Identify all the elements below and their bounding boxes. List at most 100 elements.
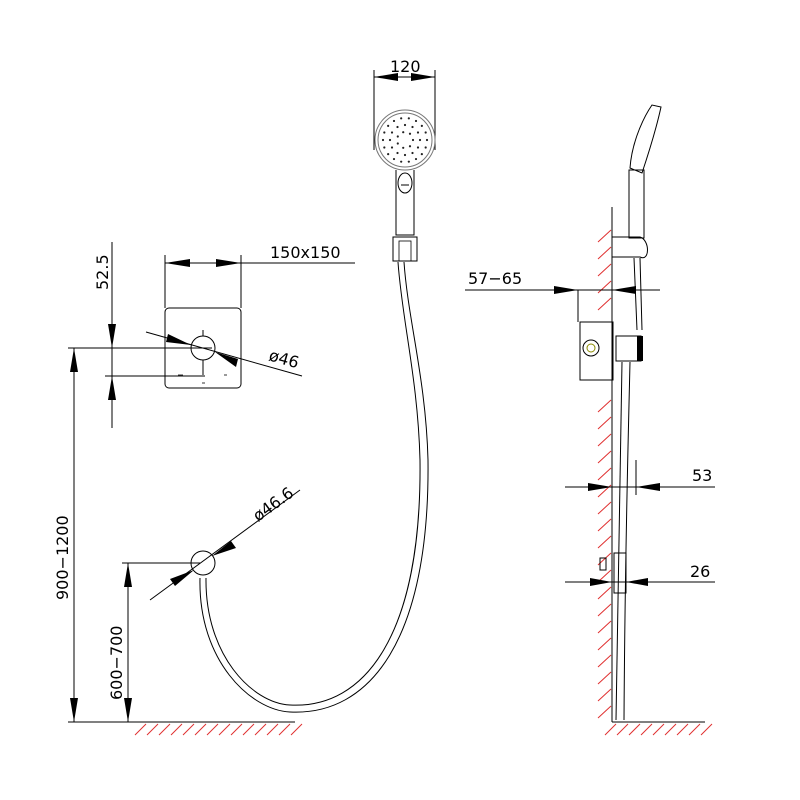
nozzle bbox=[416, 131, 420, 134]
hatch-line bbox=[597, 620, 612, 634]
plate-size-label: 150x150 bbox=[270, 243, 341, 262]
nozzle bbox=[420, 124, 423, 127]
nozzle bbox=[424, 131, 427, 134]
nozzle bbox=[425, 138, 429, 142]
hatch-line bbox=[278, 723, 291, 736]
outlet-diameter-label: ø46.6 bbox=[249, 483, 297, 525]
nozzle bbox=[381, 138, 385, 142]
hatch-line bbox=[597, 246, 612, 260]
nozzle bbox=[418, 138, 422, 142]
hatch-line bbox=[230, 723, 243, 736]
nozzle bbox=[402, 146, 405, 149]
hatch-line bbox=[597, 450, 612, 464]
mixer-height-dimension: 900−1200 bbox=[53, 347, 200, 722]
hatch-line bbox=[597, 603, 612, 617]
nozzle bbox=[383, 131, 386, 134]
outlet-offset-label: 26 bbox=[690, 562, 710, 581]
nozzle bbox=[390, 131, 394, 134]
nozzle bbox=[396, 151, 399, 155]
hatch-line bbox=[597, 637, 612, 651]
hatch-line bbox=[700, 723, 713, 736]
nozzle bbox=[400, 117, 403, 120]
nozzle bbox=[402, 131, 405, 134]
hatch-line bbox=[628, 723, 641, 736]
hatch-line bbox=[604, 723, 617, 736]
shower-head-front: 120 bbox=[373, 57, 436, 262]
hatch-line bbox=[597, 263, 612, 277]
nozzle bbox=[400, 160, 403, 163]
mixer-height-label: 900−1200 bbox=[53, 515, 72, 600]
hatch-line bbox=[597, 297, 612, 311]
hatch-line bbox=[266, 723, 279, 736]
handle-diameter-label: ø46 bbox=[267, 346, 301, 373]
head-width-label: 120 bbox=[390, 57, 421, 76]
outlet-height-label: 600−700 bbox=[107, 626, 126, 700]
hatch-line bbox=[242, 723, 255, 736]
recess-depth-label: 57−65 bbox=[468, 269, 522, 288]
floor-front bbox=[68, 721, 303, 736]
hatch-line bbox=[182, 723, 195, 736]
nozzle bbox=[396, 142, 399, 145]
hatch-line bbox=[146, 723, 159, 736]
hatch-line bbox=[254, 723, 267, 736]
nozzle bbox=[392, 157, 396, 161]
hatch-line bbox=[597, 535, 612, 549]
hatch-line bbox=[597, 518, 612, 532]
nozzle bbox=[420, 153, 423, 156]
hatch-line bbox=[640, 723, 653, 736]
hatch-line bbox=[597, 280, 612, 294]
hatch-line bbox=[597, 229, 612, 243]
nozzle bbox=[388, 138, 392, 142]
wall-outlet: ø46.6 bbox=[149, 483, 301, 601]
nozzle bbox=[411, 125, 414, 129]
plate-offset-dimension: 52.5 bbox=[93, 242, 205, 428]
hatch-line bbox=[134, 723, 147, 736]
hatch-line bbox=[597, 586, 612, 600]
nozzle bbox=[392, 119, 396, 123]
nozzle bbox=[387, 153, 390, 156]
hatch-line bbox=[597, 467, 612, 481]
nozzle bbox=[407, 117, 410, 120]
rail-offset-label: 53 bbox=[692, 466, 712, 485]
hatch-line bbox=[664, 723, 677, 736]
hatch-line bbox=[652, 723, 665, 736]
hatch-line bbox=[597, 416, 612, 430]
hatch-line bbox=[688, 723, 701, 736]
hatch-line bbox=[597, 654, 612, 668]
nozzle bbox=[383, 146, 386, 149]
hatch-line bbox=[597, 399, 612, 413]
hatch-line bbox=[616, 723, 629, 736]
nozzle bbox=[407, 160, 410, 163]
nozzle bbox=[396, 125, 399, 129]
nozzle bbox=[396, 135, 399, 138]
shower-hose bbox=[199, 261, 429, 713]
nozzle bbox=[408, 132, 412, 135]
nozzle bbox=[411, 138, 415, 142]
hatch-line bbox=[194, 723, 207, 736]
side-view: 57−65 53 26 bbox=[465, 104, 715, 736]
hatch-line bbox=[218, 723, 231, 736]
nozzle bbox=[390, 146, 394, 149]
nozzle bbox=[408, 145, 412, 148]
hatch-line bbox=[290, 723, 303, 736]
nozzle bbox=[403, 153, 407, 157]
nozzle bbox=[411, 151, 414, 155]
mixer-plate: 150x150 ø46 bbox=[145, 243, 355, 389]
nozzle bbox=[424, 146, 427, 149]
plate-offset-label: 52.5 bbox=[93, 254, 112, 290]
hatch-line bbox=[597, 671, 612, 685]
nozzle bbox=[414, 119, 418, 123]
nozzle bbox=[403, 123, 407, 127]
nozzle bbox=[416, 146, 420, 149]
nozzle bbox=[387, 124, 390, 127]
hatch-line bbox=[597, 688, 612, 702]
hatch-line bbox=[206, 723, 219, 736]
hatch-line bbox=[597, 501, 612, 515]
handset-side bbox=[629, 104, 662, 174]
hatch-line bbox=[597, 705, 612, 719]
hatch-line bbox=[676, 723, 689, 736]
hatch-line bbox=[597, 433, 612, 447]
hatch-line bbox=[158, 723, 171, 736]
spray-nozzles bbox=[381, 117, 429, 163]
